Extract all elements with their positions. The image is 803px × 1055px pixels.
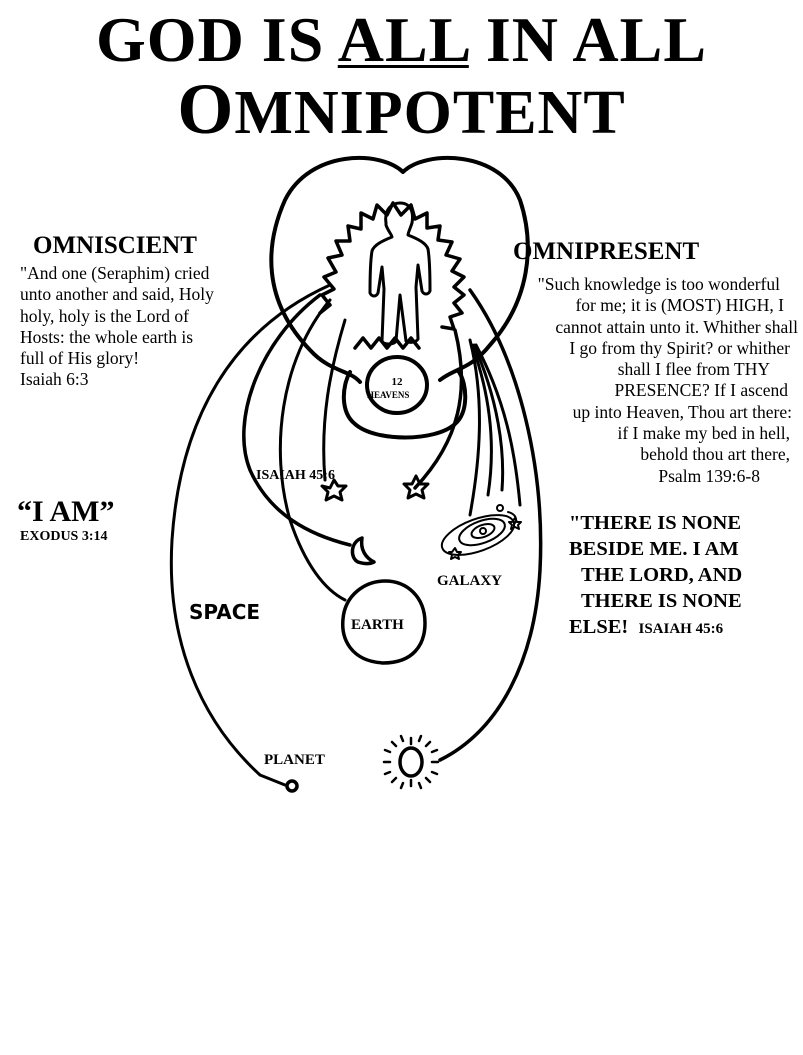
sun-icon (382, 734, 440, 790)
quote-line: "THERE IS NONE (569, 512, 742, 534)
omniscient-verse: "And one (Seraphim) cried unto another a… (20, 263, 214, 391)
isaiah-label: ISAIAH 45:6 (256, 468, 335, 483)
quote-reference: ISAIAH 45:6 (638, 621, 724, 637)
outer-curve-right (438, 288, 543, 762)
verse-line: "Such knowledge is too wonderful (537, 274, 780, 294)
quote-line: BESIDE ME. I AM (569, 538, 739, 560)
curve-to-earth (278, 298, 347, 602)
verse-reference: Psalm 139:6-8 (658, 465, 760, 486)
curve-to-star-left (322, 318, 347, 482)
curve-to-star-right (413, 328, 464, 490)
verse-line: if I make my bed in hell, (617, 423, 790, 444)
heavens-word-label: HEAVENS (367, 390, 410, 400)
title-line-1: GOD IS ALL IN ALL (0, 4, 803, 76)
title-prefix: GOD IS (96, 4, 338, 75)
outer-curve-left (169, 283, 332, 787)
space-label: SPACE (189, 600, 261, 624)
curve-to-galaxy-4 (474, 343, 522, 507)
god-figure-icon (368, 201, 432, 346)
verse-line: Hosts: the whole earth is (20, 326, 194, 347)
verse-line: cannot attain unto it. Whither shall (555, 316, 798, 337)
i-am-text: “I AM” (17, 495, 115, 528)
star-icon (320, 478, 348, 502)
curve-to-galaxy-3 (472, 343, 505, 492)
title-line-2: OMNIPOTENT (0, 73, 803, 147)
curve-to-galaxy-2 (470, 343, 493, 497)
verse-line: holy, holy is the Lord of (20, 305, 189, 326)
earth-label: EARTH (351, 617, 404, 633)
heart-outline (269, 155, 530, 384)
heavens-number-label: 12 (391, 376, 403, 388)
quote-line: ELSE! (569, 616, 629, 638)
title-rest: MNIPOTENT (234, 79, 626, 147)
heavens-outer (341, 370, 468, 440)
omniscient-heading: OMNISCIENT (33, 232, 197, 259)
i-am-reference: EXODUS 3:14 (20, 529, 108, 544)
planet-label: PLANET (264, 752, 325, 768)
planet-icon (285, 779, 299, 793)
quote-line: THE LORD, AND (581, 564, 743, 586)
star-icon (402, 474, 430, 500)
earth-icon (341, 579, 427, 665)
omnipresent-verse: "Such knowledge is too wonderful for me;… (498, 274, 798, 487)
heavens-inner (365, 355, 429, 415)
verse-line: "And one (Seraphim) cried (20, 263, 210, 283)
verse-line: full of His glory! (20, 348, 140, 369)
verse-line: shall I flee from THY (617, 359, 770, 380)
verse-line: up into Heaven, Thou art there: (572, 401, 792, 422)
galaxy-icon (440, 504, 522, 560)
verse-line: I go from thy Spirit? or whither (569, 337, 790, 358)
verse-reference: Isaiah 6:3 (20, 369, 89, 390)
curve-to-moon (242, 293, 352, 547)
verse-line: PRESENCE? If I ascend (614, 380, 788, 401)
none-beside-quote: "THERE IS NONE BESIDE ME. I AM THE LORD,… (569, 510, 742, 642)
quote-line: THERE IS NONE (581, 590, 742, 612)
verse-line: for me; it is (MOST) HIGH, I (575, 295, 784, 316)
quote-line-last: ELSE! ISAIAH 45:6 (569, 614, 742, 642)
title-suffix: IN ALL (468, 4, 707, 75)
verse-line: unto another and said, Holy (20, 284, 214, 305)
title-underlined-word: ALL (337, 4, 469, 75)
galaxy-label: GALAXY (437, 573, 503, 589)
curve-to-galaxy-1 (468, 338, 481, 517)
verse-line: behold thou art there, (640, 444, 790, 465)
omnipresent-heading: OMNIPRESENT (513, 238, 700, 265)
title-initial: O (177, 69, 235, 149)
moon-icon (350, 536, 376, 566)
